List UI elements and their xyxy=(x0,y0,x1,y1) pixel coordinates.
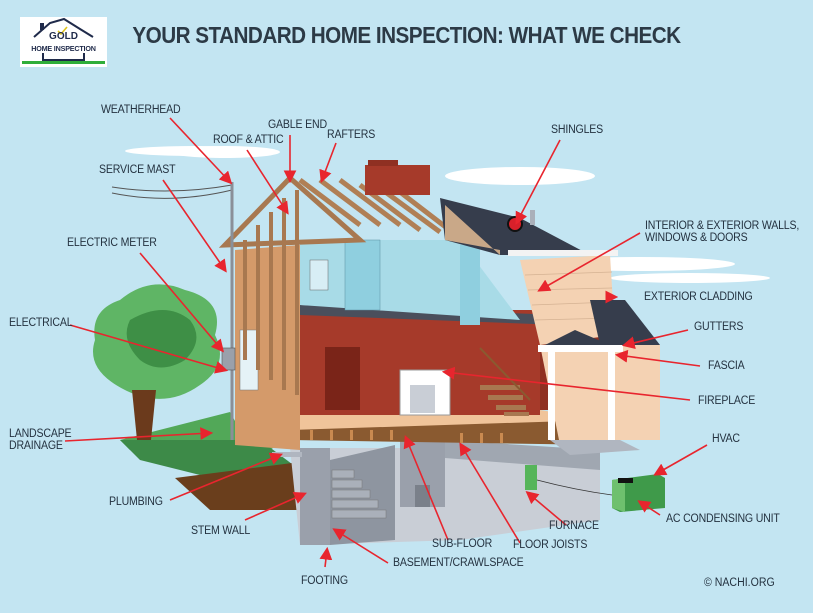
house-outline-icon xyxy=(33,17,94,61)
logo-gold-text: GOLD xyxy=(49,31,78,42)
nachi-badge-icon xyxy=(507,216,523,232)
callout-arrows xyxy=(64,117,708,568)
label-fascia: FASCIA xyxy=(708,360,745,372)
logo-home-inspection-text: HOME INSPECTION xyxy=(31,44,96,53)
label-shingles: SHINGLES xyxy=(551,124,604,136)
label-weatherhead: WEATHERHEAD xyxy=(101,104,181,116)
label-plumbing: PLUMBING xyxy=(109,496,163,508)
cloud-icon xyxy=(445,167,595,185)
copyright-text: © NACHI.ORG xyxy=(704,577,775,589)
label-windows-doors: WINDOWS & DOORS xyxy=(645,232,748,244)
label-footing: FOOTING xyxy=(301,575,348,587)
label-floor-joists: FLOOR JOISTS xyxy=(513,539,588,551)
label-exterior-cladding: EXTERIOR CLADDING xyxy=(644,291,753,303)
label-furnace: FURNACE xyxy=(549,520,599,532)
label-ac-condensing-unit: AC CONDENSING UNIT xyxy=(666,513,780,525)
label-landscape: LANDSCAPE xyxy=(9,428,72,440)
label-sub-floor: SUB-FLOOR xyxy=(432,538,493,550)
label-fireplace: FIREPLACE xyxy=(698,395,756,407)
page-title: YOUR STANDARD HOME INSPECTION: WHAT WE C… xyxy=(132,22,681,48)
label-electric-meter: ELECTRIC METER xyxy=(67,237,157,249)
label-walls: INTERIOR & EXTERIOR WALLS, xyxy=(645,220,800,232)
label-electrical: ELECTRICAL xyxy=(9,317,73,329)
label-rafters: RAFTERS xyxy=(327,129,376,141)
gold-home-inspection-logo: GOLD HOME INSPECTION xyxy=(20,17,107,67)
label-gutters: GUTTERS xyxy=(694,321,744,333)
logo-grass-strip xyxy=(22,61,105,64)
label-stem-wall: STEM WALL xyxy=(191,525,251,537)
label-gable-end: GABLE END xyxy=(268,119,327,131)
label-roof-attic: ROOF & ATTIC xyxy=(213,134,284,146)
label-basement-crawlspace: BASEMENT/CRAWLSPACE xyxy=(393,557,524,569)
label-drainage: DRAINAGE xyxy=(9,440,63,452)
label-service-mast: SERVICE MAST xyxy=(99,164,176,176)
label-hvac: HVAC xyxy=(712,433,740,445)
